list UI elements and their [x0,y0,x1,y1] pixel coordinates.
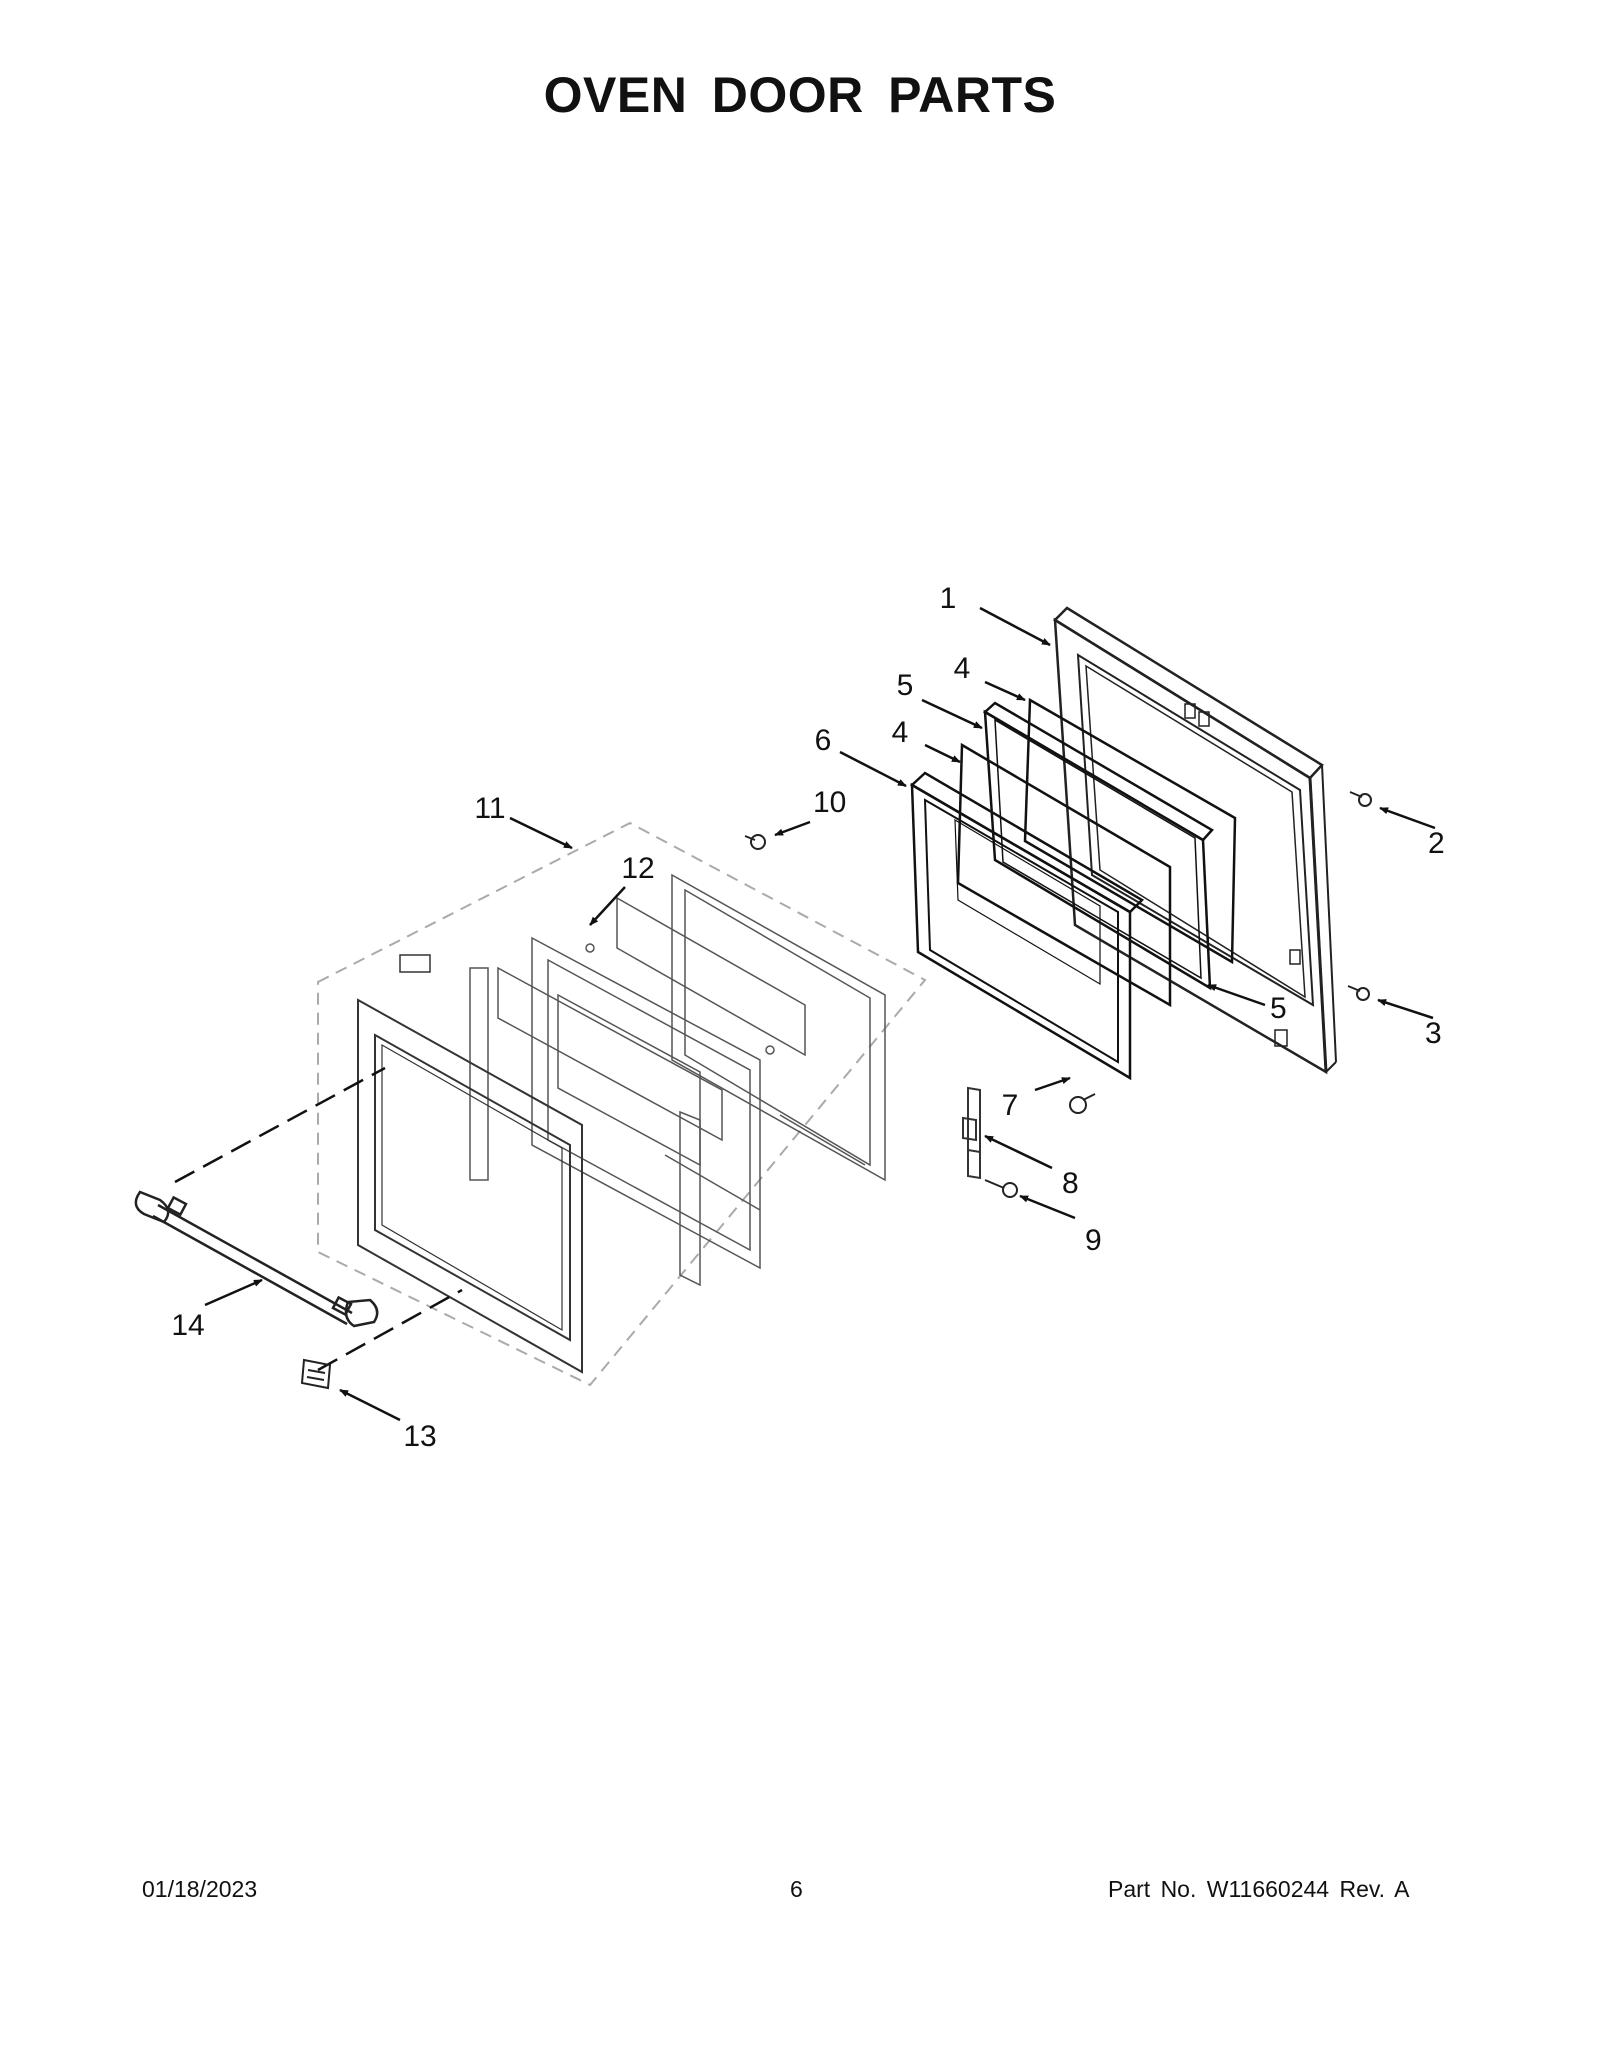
part-6-glass-frame [909,771,1145,1081]
callout-11: 11 [474,792,505,825]
part-11-outer-door-panel [357,954,583,1374]
part-1-inner-door-frame [1053,606,1337,1075]
part-9-screw [984,1179,1018,1198]
part-7-screw [1069,1093,1096,1114]
callout-9: 9 [1085,1224,1102,1257]
callout-14: 14 [171,1309,204,1342]
callout-10: 10 [813,786,846,819]
callout-5b: 5 [1270,992,1287,1025]
callout-3: 3 [1425,1017,1442,1050]
callout-4b: 4 [892,716,909,749]
callout-4a: 4 [954,652,971,685]
screw-hardware [744,791,1372,1198]
part-12-door-inner-panels [469,873,886,1287]
part-4-front-glass [956,742,1172,1008]
footer-part-number: Part No. W11660244 Rev. A [1108,1876,1410,1902]
callout-8: 8 [1062,1167,1079,1200]
part-10-screw [744,834,766,850]
part-13-badge [300,1358,332,1390]
callout-leaders [204,606,1436,1422]
footer-date: 01/18/2023 [142,1876,258,1902]
callout-12: 12 [621,852,654,885]
part-11-outer-door-assembly-outline [317,821,927,1387]
hidden-mount-lines [174,1066,463,1372]
callout-13: 13 [403,1420,436,1453]
part-8-door-hinge [962,1086,981,1180]
part-2-screw [1349,791,1372,807]
footer-page-number: 6 [790,1876,803,1902]
callout-7: 7 [1002,1089,1019,1122]
callout-5a: 5 [897,669,914,702]
part-3-screw [1347,985,1370,1001]
page-title: OVEN DOOR PARTS [543,67,1057,123]
callout-6: 6 [815,724,832,757]
callout-2: 2 [1428,827,1445,860]
part-14-door-handle [134,1190,379,1328]
callout-1: 1 [940,582,957,615]
part-4-rear-glass [1023,697,1237,965]
